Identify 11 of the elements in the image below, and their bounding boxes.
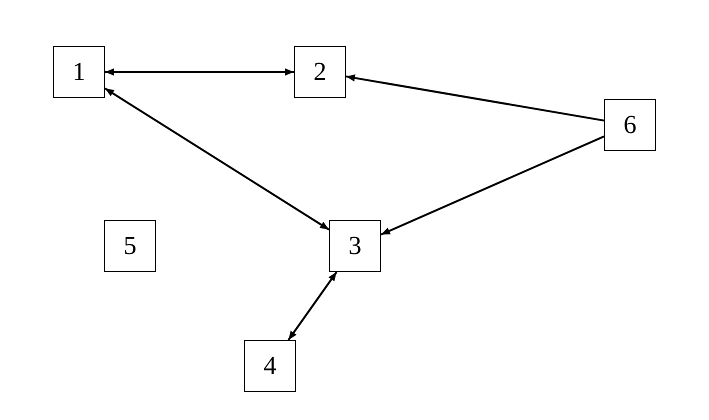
arrow — [346, 74, 604, 122]
arrow — [288, 271, 338, 341]
arrow — [380, 136, 604, 236]
node-box: 1 — [53, 46, 105, 98]
node-box: 2 — [294, 46, 346, 98]
arrow — [104, 88, 330, 230]
node-box: 5 — [104, 220, 156, 272]
node-box: 3 — [329, 220, 381, 272]
node-box: 4 — [244, 340, 296, 392]
arrow — [105, 68, 294, 76]
node-box: 6 — [604, 99, 656, 151]
